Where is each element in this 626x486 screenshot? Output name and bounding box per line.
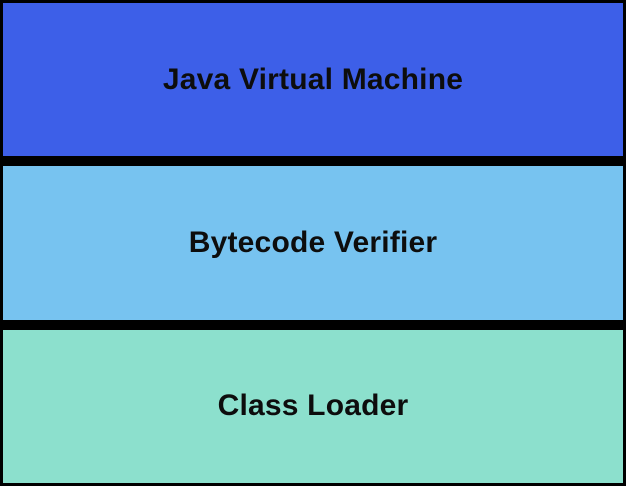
layer-class-loader: Class Loader	[3, 329, 623, 483]
layer-label-class-loader: Class Loader	[217, 389, 409, 423]
layer-java-virtual-machine: Java Virtual Machine	[3, 3, 623, 157]
layer-label-java-virtual-machine: Java Virtual Machine	[162, 62, 464, 96]
layer-bytecode-verifier: Bytecode Verifier	[3, 166, 623, 320]
layer-label-bytecode-verifier: Bytecode Verifier	[188, 225, 438, 259]
